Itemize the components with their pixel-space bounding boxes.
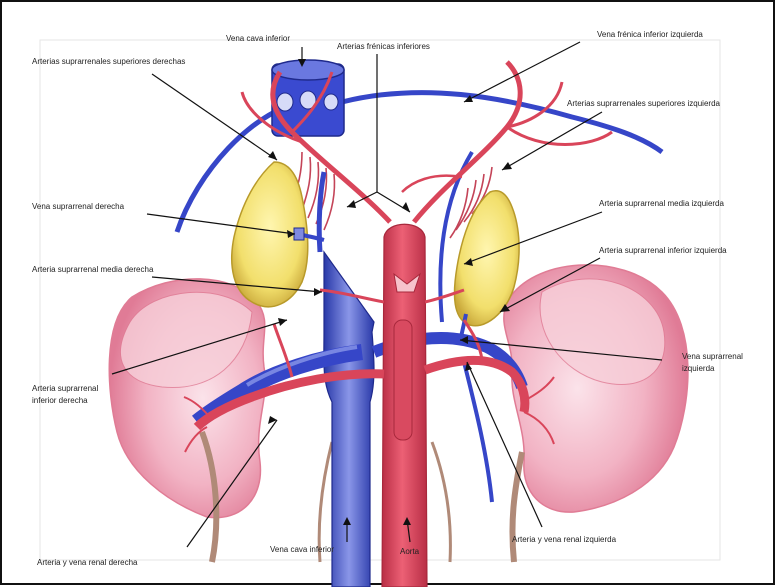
- left-gonadal-vein: [464, 362, 492, 502]
- gonadal-vessel-left: [432, 442, 450, 562]
- label-arterias-suprarrenales-superiores-izquierda: Arterias suprarrenales superiores izquie…: [567, 99, 720, 109]
- superior-mesenteric-artery: [394, 320, 412, 440]
- label-aorta: Aorta: [400, 547, 419, 557]
- label-arteria-suprarrenal-inferior-izquierda: Arteria suprarrenal inferior izquierda: [599, 246, 727, 256]
- right-suprarenal-vein-cut: [294, 228, 304, 240]
- label-vena-suprarrenal-izquierda-line1: Vena suprarrenal: [682, 352, 743, 362]
- label-vena-cava-inferior-top: Vena cava inferior: [226, 34, 290, 44]
- label-vena-suprarrenal-derecha: Vena suprarrenal derecha: [32, 202, 124, 212]
- inferior-phrenic-artery-left-branch2: [507, 127, 612, 145]
- label-arteria-suprarrenal-inferior-derecha-line1: Arteria suprarrenal: [32, 384, 98, 394]
- label-arteria-vena-renal-izquierda: Arteria y vena renal izquierda: [512, 535, 616, 545]
- label-vena-frenica-inferior-izquierda: Vena frénica inferior izquierda: [597, 30, 703, 40]
- label-arteria-suprarrenal-media-izquierda: Arteria suprarrenal media izquierda: [599, 199, 724, 209]
- label-arteria-suprarrenal-inferior-derecha-line2: inferior derecha: [32, 396, 88, 406]
- label-arterias-frenicas-inferiores: Arterias frénicas inferiores: [337, 42, 430, 52]
- ivc-main: [324, 252, 374, 587]
- gonadal-vessel: [319, 442, 332, 562]
- label-vena-suprarrenal-izquierda-line2: izquierda: [682, 364, 714, 374]
- label-arterias-suprarrenales-superiores-derechas: Arterias suprarrenales superiores derech…: [32, 57, 185, 67]
- label-arteria-vena-renal-derecha: Arteria y vena renal derecha: [37, 558, 138, 568]
- label-arteria-suprarrenal-media-derecha: Arteria suprarrenal media derecha: [32, 265, 153, 275]
- left-ureter: [512, 452, 522, 562]
- label-vena-cava-inferior-bottom: Vena cava inferior: [270, 545, 334, 555]
